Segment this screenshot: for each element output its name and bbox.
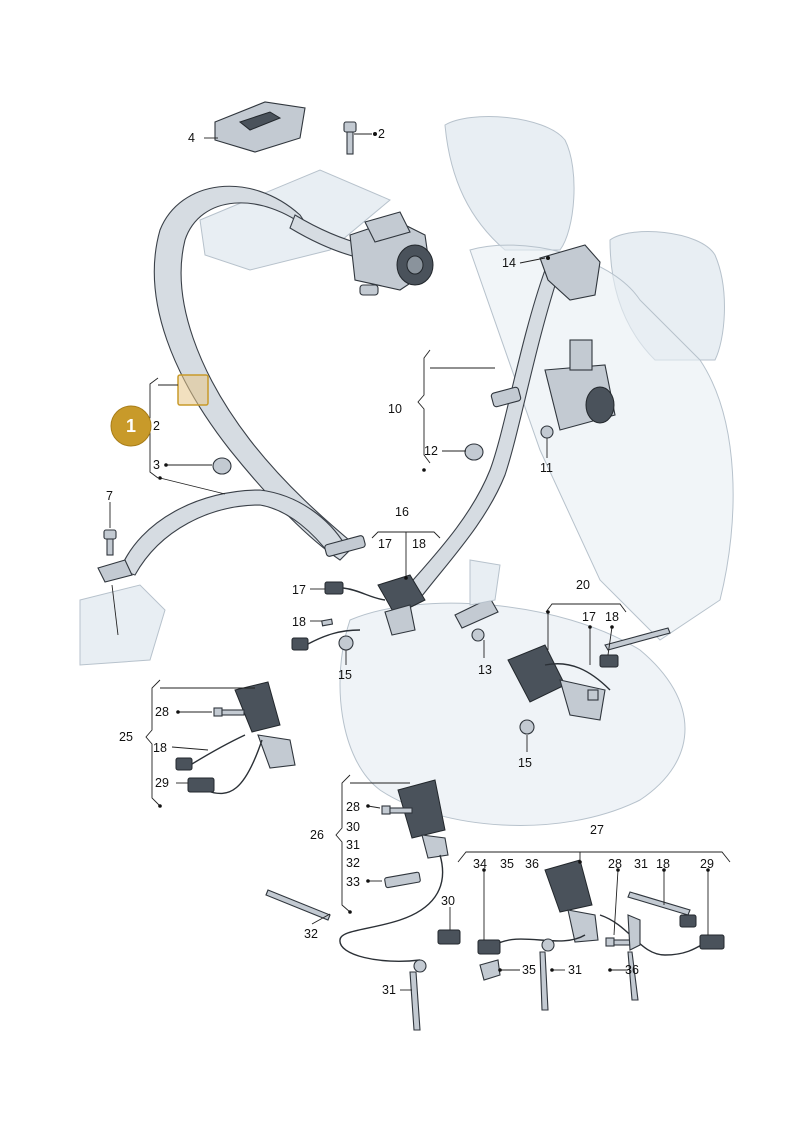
connectors-17-18-left — [291, 581, 386, 651]
callout-11: 11 — [540, 461, 553, 475]
callout-31: 31 — [346, 838, 360, 852]
nut-15-left — [338, 635, 354, 651]
callout-29: 29 — [155, 776, 169, 790]
callout-labels: 4 2 14 10 12 11 2 3 7 16 17 18 17 18 15 … — [106, 127, 714, 997]
callout-28: 28 — [155, 705, 169, 719]
callout-31: 31 — [568, 963, 582, 977]
buckle-16 — [324, 535, 426, 636]
callout-26: 26 — [310, 828, 324, 842]
nut-15-right — [519, 719, 535, 735]
buckle-assembly-26 — [265, 779, 461, 1031]
callout-25: 25 — [119, 730, 133, 744]
leader-dots — [158, 132, 710, 972]
callout-31: 31 — [382, 983, 396, 997]
seat-belt-webbing — [119, 185, 561, 606]
floor-bracket — [469, 559, 501, 606]
background-body-outline — [79, 116, 734, 826]
callout-15: 15 — [338, 668, 352, 682]
part-3-cap — [212, 457, 232, 475]
buckle-assembly-25 — [175, 681, 296, 795]
callout-29: 29 — [700, 857, 714, 871]
callout-2: 2 — [378, 127, 385, 141]
callout-33: 33 — [346, 875, 360, 889]
buckle-assembly-27 — [477, 859, 725, 1011]
upper-belt-retractor — [349, 211, 434, 296]
callout-32: 32 — [346, 856, 360, 870]
callout-32: 32 — [304, 927, 318, 941]
callout-28: 28 — [346, 800, 360, 814]
callout-18: 18 — [605, 610, 619, 624]
callout-2: 2 — [153, 419, 160, 433]
part-4-clip — [214, 101, 306, 153]
callout-36: 36 — [525, 857, 539, 871]
callout-17: 17 — [378, 537, 392, 551]
callout-30: 30 — [346, 820, 360, 834]
nut-11 — [540, 425, 554, 439]
callout-18: 18 — [412, 537, 426, 551]
callout-27: 27 — [590, 823, 604, 837]
callout-12: 12 — [424, 444, 438, 458]
callout-14: 14 — [502, 256, 516, 270]
belt-slider — [490, 386, 522, 408]
callout-16: 16 — [395, 505, 409, 519]
callout-15: 15 — [518, 756, 532, 770]
callout-28: 28 — [608, 857, 622, 871]
bolt-7-and-anchor — [97, 529, 133, 583]
callout-35: 35 — [522, 963, 536, 977]
guide-14 — [539, 244, 601, 301]
callout-35: 35 — [500, 857, 514, 871]
callout-10: 10 — [388, 402, 402, 416]
callout-36: 36 — [625, 963, 639, 977]
highlighted-part-marker — [177, 374, 209, 406]
callout-13: 13 — [478, 663, 492, 677]
callout-30: 30 — [441, 894, 455, 908]
callout-7: 7 — [106, 489, 113, 503]
callout-18: 18 — [153, 741, 167, 755]
step-badge-label: 1 — [126, 416, 136, 436]
callout-17: 17 — [292, 583, 306, 597]
callout-31: 31 — [634, 857, 648, 871]
callout-20: 20 — [576, 578, 590, 592]
callout-18: 18 — [656, 857, 670, 871]
callout-18: 18 — [292, 615, 306, 629]
buckle-assembly-20 — [507, 644, 619, 721]
right-belt-retractor — [544, 339, 616, 431]
step-badge: 1 — [110, 405, 152, 447]
callout-17: 17 — [582, 610, 596, 624]
callout-34: 34 — [473, 857, 487, 871]
callout-4: 4 — [188, 131, 195, 145]
bolt-2-top — [343, 121, 357, 155]
cap-12 — [464, 443, 484, 461]
callout-3: 3 — [153, 458, 160, 472]
cable-tie-18-right — [604, 627, 671, 651]
